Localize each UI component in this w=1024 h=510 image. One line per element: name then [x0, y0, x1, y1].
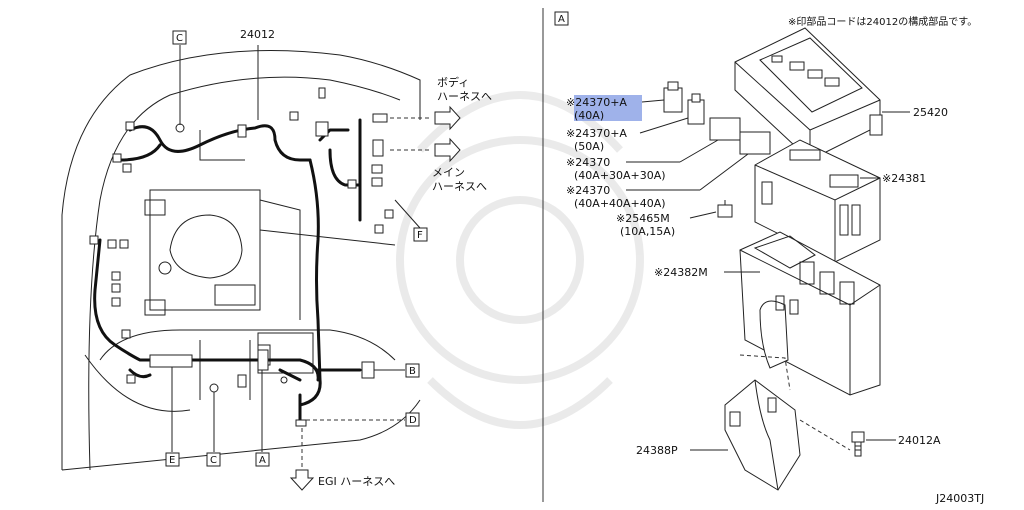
fuse-parts [663, 81, 771, 218]
box-label-c-top: C [172, 30, 187, 45]
callout-egi-harness: EGI ハーネスへ [318, 475, 395, 488]
part-24381: ※24381 [882, 172, 926, 185]
part-25465m: ※25465M [616, 212, 670, 225]
svg-text:A: A [259, 455, 266, 466]
harness-arrows [289, 105, 461, 491]
engine-room-outline [61, 50, 421, 471]
part-25465m-sub: (10A,15A) [620, 225, 675, 238]
part-24370a-40[interactable]: ※24370+A [566, 96, 627, 109]
fusebox-housing [739, 231, 881, 396]
callout-body-harness-1: ボディ [437, 75, 469, 89]
box-label-e: E [165, 452, 180, 467]
callout-24012: 24012 [240, 28, 275, 41]
svg-text:D: D [409, 415, 417, 426]
part-25420: 25420 [913, 106, 948, 119]
leader-24370a-40 [641, 99, 665, 103]
callout-main-harness-1: メイン [432, 166, 465, 179]
box-label-b: B [405, 363, 420, 378]
leader-25465m [689, 211, 717, 219]
svg-text:C: C [210, 455, 217, 466]
callout-body-harness-2: ハーネスへ [437, 90, 492, 103]
svg-text:F: F [417, 230, 423, 241]
connectors [89, 87, 394, 427]
footer-code: J24003TJ [935, 492, 984, 505]
callout-main-harness-2: ハーネスへ [432, 180, 487, 193]
box-label-c-bottom: C [206, 452, 221, 467]
part-24370a-50-sub: (50A) [574, 140, 604, 153]
fuse-block [754, 139, 881, 263]
svg-text:A: A [558, 14, 565, 25]
svg-text:B: B [409, 366, 416, 377]
part-24370a-40-sub: (40A) [574, 109, 604, 122]
alignment-dash-2 [799, 419, 851, 451]
mounting-bracket [724, 379, 801, 491]
part-24370-1: ※24370 [566, 156, 610, 169]
leader-lines [171, 45, 421, 452]
leader-24370-1b [679, 139, 719, 163]
box-label-f: F [413, 227, 428, 242]
leader-24370a-50 [639, 117, 689, 134]
component-note: ※印部品コードは24012の構成部品です。 [788, 15, 977, 28]
part-24382m: ※24382M [654, 266, 708, 279]
part-24370a-50: ※24370+A [566, 127, 627, 140]
alignment-dash [739, 354, 791, 391]
box-label-d: D [405, 412, 420, 427]
section-label-a: A [554, 11, 569, 26]
box-label-a: A [255, 452, 270, 467]
part-24012a: 24012A [898, 434, 941, 447]
part-24370-2-sub: (40A+40A+40A) [574, 197, 666, 210]
watermark-emblem [396, 91, 644, 429]
part-24370-2: ※24370 [566, 184, 610, 197]
svg-text:C: C [176, 33, 183, 44]
part-24388p: 24388P [636, 444, 678, 457]
part-24370-1-sub: (40A+30A+30A) [574, 169, 666, 182]
selected-part-highlight[interactable] [574, 95, 642, 121]
fusebox-cover [734, 27, 883, 161]
svg-text:E: E [169, 455, 175, 466]
leader-24370-2b [699, 153, 749, 191]
wiring-harness [93, 118, 362, 422]
bolt-clip [851, 431, 865, 457]
